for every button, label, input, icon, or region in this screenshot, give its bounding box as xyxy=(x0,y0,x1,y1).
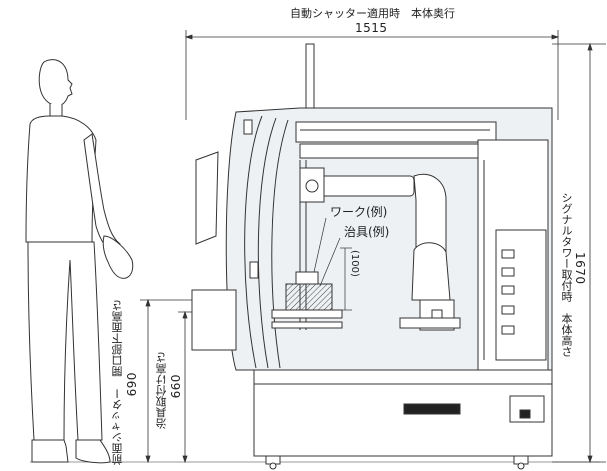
jig-label: 治具(例) xyxy=(344,225,390,239)
human-figure xyxy=(25,59,134,464)
front-shutter-height-label: 前面シャッター 開口部下面高さ xyxy=(111,300,124,465)
depth-dimension xyxy=(184,30,560,120)
work-label: ワーク(例) xyxy=(330,205,388,219)
front-shutter-height-value: 690 xyxy=(125,372,139,397)
hundred-label: (100) xyxy=(349,250,360,277)
signal-tower-height-value: 1670 xyxy=(573,252,587,285)
jig-mount-height-label: 治具取付け高さ xyxy=(155,352,168,429)
jig-mount-height-value: 660 xyxy=(169,374,183,399)
signal-tower-height-label: シグナルタワー取付時 本体高さ xyxy=(560,192,573,357)
machine-body xyxy=(191,43,553,470)
depth-value: 1515 xyxy=(355,21,388,35)
depth-caption: 自動シャッター適用時 本体奥行 xyxy=(290,7,455,20)
